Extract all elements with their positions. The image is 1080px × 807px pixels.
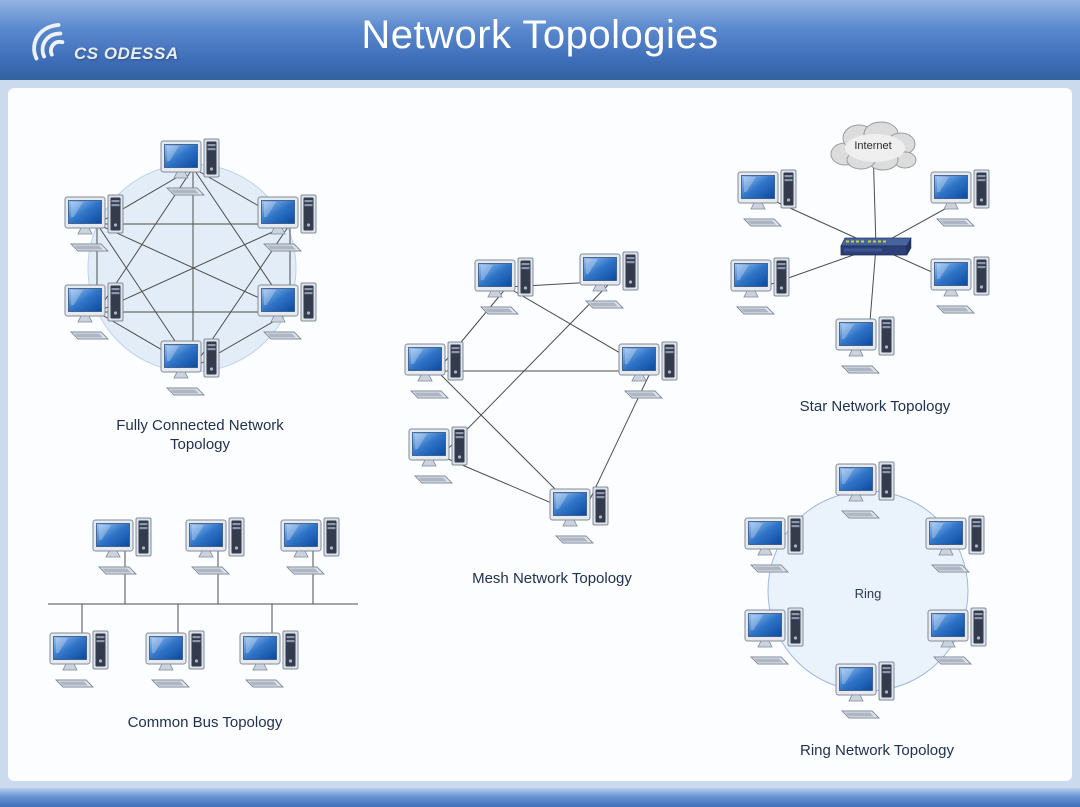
pc-icon — [185, 517, 245, 575]
topology-ring — [744, 461, 987, 719]
pc-icon — [280, 517, 340, 575]
pc-icon — [404, 341, 464, 399]
cs-odessa-logo: CS ODESSA — [24, 8, 179, 72]
pc-icon — [160, 338, 220, 396]
pc-icon — [618, 341, 678, 399]
pc-icon — [474, 257, 534, 315]
topology-star: Internet — [730, 121, 990, 374]
pc-icon — [49, 630, 109, 688]
pc-icon — [737, 169, 797, 227]
pc-icon — [930, 256, 990, 314]
topology-mesh — [404, 251, 678, 544]
logo-text: CS ODESSA — [74, 44, 179, 63]
pc-icon — [930, 169, 990, 227]
pc-icon — [92, 517, 152, 575]
pc-icon — [239, 630, 299, 688]
pc-icon — [549, 486, 609, 544]
footer-bar — [0, 788, 1080, 807]
pc-icon — [835, 316, 895, 374]
pc-icon — [408, 426, 468, 484]
node-label-cloud: Internet — [854, 140, 891, 152]
cs-odessa-swirl-icon — [32, 23, 65, 61]
header-bar: CS ODESSA Network Topologies — [0, 0, 1080, 80]
pc-icon — [835, 661, 895, 719]
pc-icon — [579, 251, 639, 309]
mesh-edge — [440, 280, 613, 457]
page-title: Network Topologies — [361, 13, 719, 57]
pc-icon — [145, 630, 205, 688]
pc-icon — [730, 257, 790, 315]
switch-icon — [840, 237, 912, 256]
topology-common-bus — [48, 517, 358, 688]
topology-fully-connected — [64, 138, 317, 396]
